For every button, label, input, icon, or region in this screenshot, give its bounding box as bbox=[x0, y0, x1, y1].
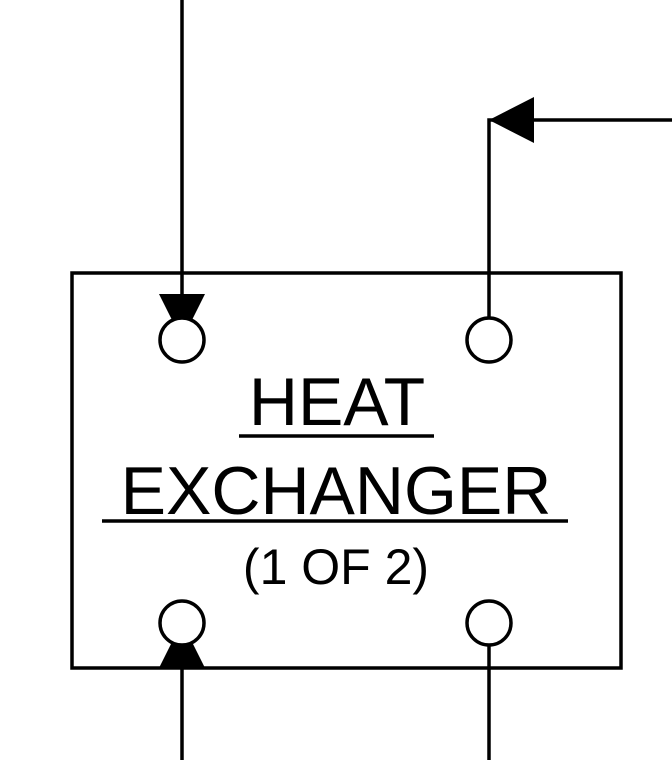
outlet-line-top-right bbox=[487, 118, 672, 318]
heat-exchanger-box[interactable] bbox=[70, 271, 623, 670]
nozzle-port-top-right[interactable] bbox=[465, 316, 513, 364]
nozzle-port-top-left[interactable] bbox=[158, 316, 206, 364]
equipment-title-line2: EXCHANGER bbox=[121, 453, 552, 529]
nozzle-port-bottom-right[interactable] bbox=[465, 599, 513, 647]
nozzle-port-bottom-left[interactable] bbox=[158, 599, 206, 647]
equipment-title-line1: HEAT bbox=[249, 364, 425, 440]
equipment-subtitle: (1 OF 2) bbox=[243, 539, 429, 595]
arrow-left-icon bbox=[489, 97, 534, 143]
